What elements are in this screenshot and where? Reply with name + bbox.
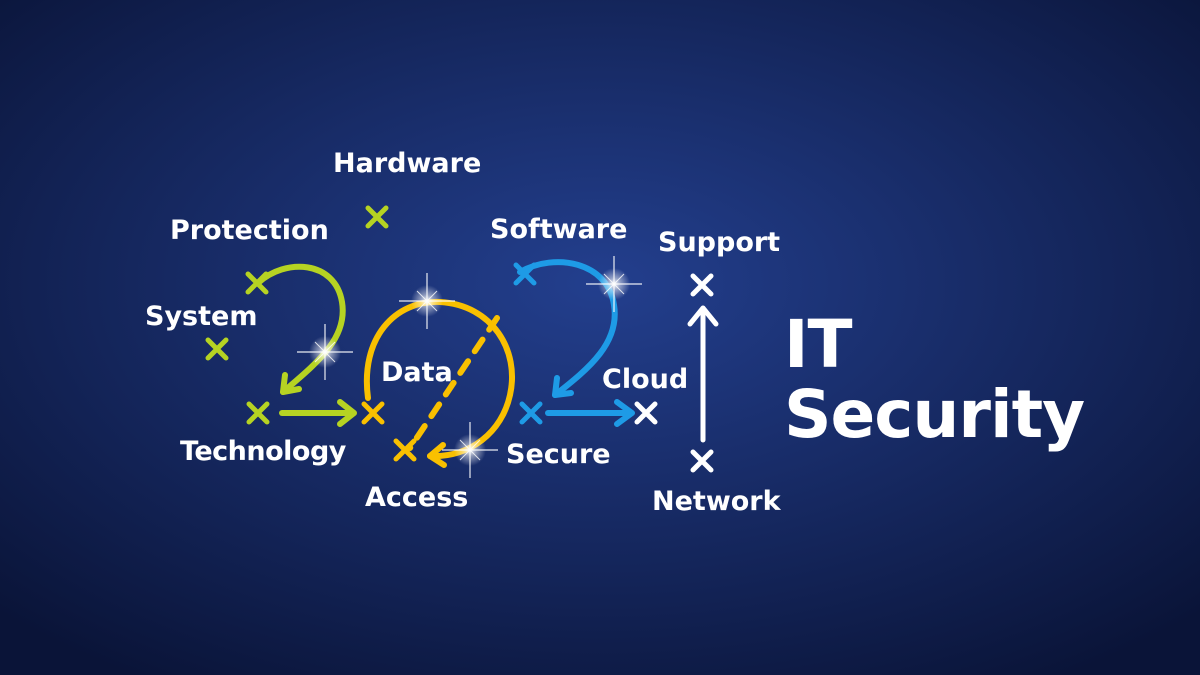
white-cross-marks [634, 273, 714, 473]
word-hardware: Hardware [333, 148, 482, 179]
word-cloud: Cloud [602, 364, 689, 395]
cross-mark-icon [245, 271, 269, 295]
word-access: Access [365, 482, 469, 513]
white-digit-one [687, 305, 719, 443]
word-technology: Technology [180, 436, 346, 467]
lime-digit-two [255, 263, 357, 427]
cross-mark-icon [361, 401, 385, 425]
word-secure: Secure [506, 439, 611, 470]
headline-line-1: IT [784, 306, 853, 383]
word-support: Support [658, 227, 781, 258]
yellow-digit-zero [363, 298, 515, 468]
cross-mark-icon [690, 273, 714, 297]
word-network: Network [652, 486, 781, 517]
cross-mark-icon [513, 262, 537, 286]
word-data: Data [381, 357, 453, 388]
sparkle-icon [399, 273, 455, 329]
cross-mark-icon [365, 205, 389, 229]
word-software: Software [490, 214, 628, 245]
word-protection: Protection [170, 215, 329, 246]
sparkle-icon [586, 256, 642, 312]
cross-mark-icon [634, 401, 658, 425]
cross-mark-icon [690, 449, 714, 473]
lime-cross-marks [205, 205, 389, 425]
word-system: System [145, 301, 258, 332]
blue-cross-marks [513, 262, 543, 425]
cross-mark-icon [205, 337, 229, 361]
cross-mark-icon [519, 401, 543, 425]
cross-mark-icon [393, 438, 417, 462]
yellow-cross-marks [361, 401, 417, 462]
headline-line-2: Security [784, 376, 1085, 453]
headline: IT Security [784, 306, 1085, 453]
sparkle-icon [297, 324, 353, 380]
sparkle-icon [442, 422, 498, 478]
cross-mark-icon [246, 401, 270, 425]
